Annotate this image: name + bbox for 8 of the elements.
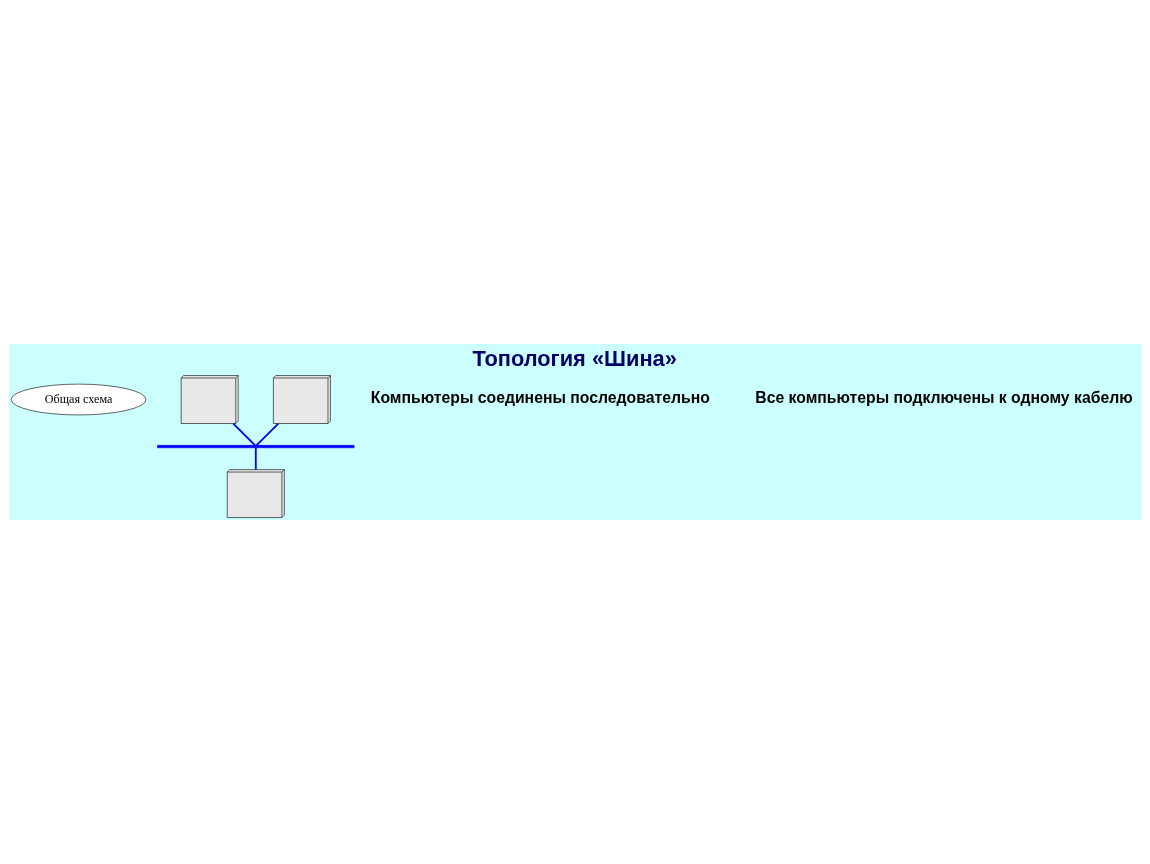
node-bar xyxy=(157,445,355,449)
connector xyxy=(232,422,257,447)
label: Компьютеры соединены последовательно xyxy=(370,388,710,406)
connector xyxy=(254,446,257,471)
node-ellipse: Общая схема xyxy=(10,383,147,416)
label: Все компьютеры подключены к одному кабелю xyxy=(755,388,1133,406)
connector xyxy=(255,422,280,447)
diagram-title: Топология «Шина» xyxy=(472,345,677,371)
